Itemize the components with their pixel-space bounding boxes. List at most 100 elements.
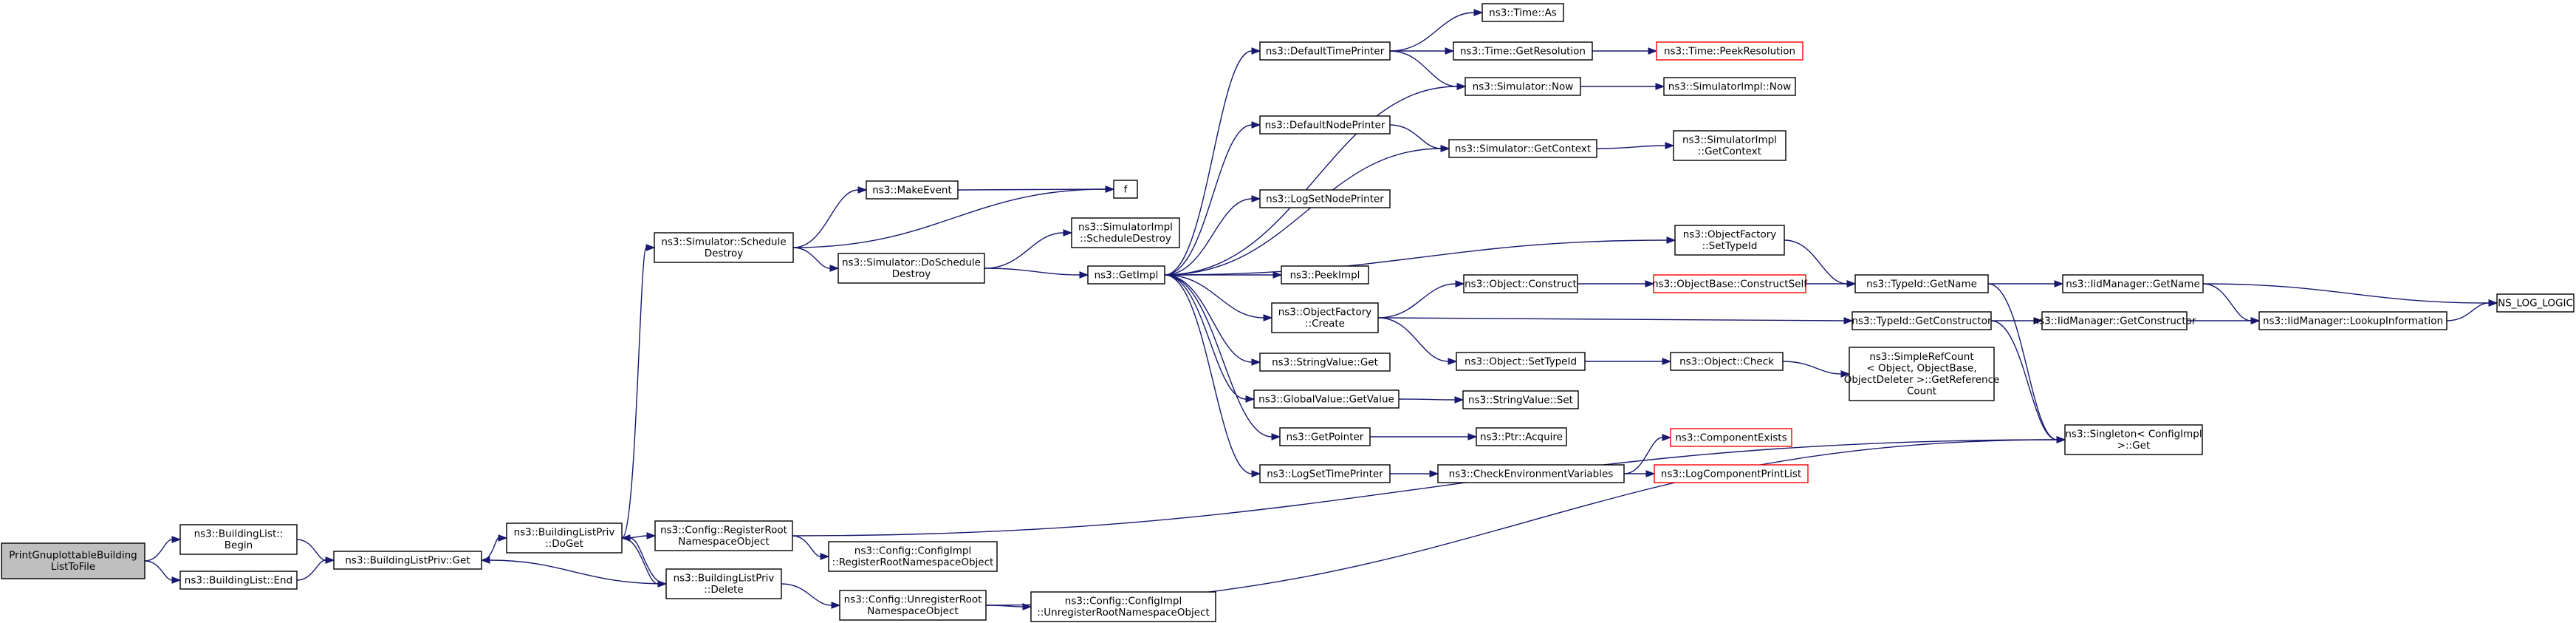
node-box: [1653, 274, 1806, 293]
node-bl-begin[interactable]: ns3::BuildingList::Begin: [179, 524, 298, 555]
edge-getimpl-to-globalvalue-getvalue: [1164, 274, 1256, 403]
edge-blp-delete-to-blp-get: [480, 556, 667, 585]
edge-line: [296, 559, 326, 581]
edge-getimpl-to-objfac-settypeid: [1164, 236, 1676, 276]
edge-getimpl-to-logsettimeprinter: [1164, 274, 1261, 477]
call-edges: [144, 9, 2498, 610]
node-simimpl-getctx[interactable]: ns3::SimulatorImpl::GetContext: [1673, 130, 1787, 161]
node-label: ::UnregisterRootNamespaceObject: [1037, 607, 1210, 619]
arrowhead-icon: [1448, 358, 1458, 365]
node-logsettimeprinter[interactable]: ns3::LogSetTimePrinter: [1259, 464, 1391, 483]
node-blp-doget[interactable]: ns3::BuildingListPriv::DoGet: [506, 522, 623, 554]
arrowhead-icon: [2488, 299, 2498, 307]
node-singleton-get[interactable]: ns3::Singleton< ConfigImpl >::Get: [2064, 424, 2203, 455]
arrowhead-icon: [1473, 9, 1484, 16]
node-label: ns3::BuildingListPriv::Get: [345, 554, 470, 566]
node-simplerefcount[interactable]: ns3::SimpleRefCount< Object, ObjectBase,…: [1844, 347, 2000, 401]
edge-getpointer-to-ptr-acquire: [1370, 433, 1478, 440]
node-cfgimpl-unreg[interactable]: ns3::Config::ConfigImpl::UnregisterRootN…: [1030, 591, 1216, 622]
node-box: [1663, 77, 1796, 96]
node-objbase-constructself[interactable]: ns3::ObjectBase::ConstructSelf: [1652, 274, 1808, 293]
node-logcomponentprintlist[interactable]: ns3::LogComponentPrintList: [1654, 464, 1809, 483]
node-time-peekres[interactable]: ns3::Time::PeekResolution: [1656, 41, 1803, 61]
node-label: Destroy: [892, 268, 931, 280]
node-bl-end[interactable]: ns3::BuildingList::End: [179, 571, 298, 590]
arrowhead-icon: [2056, 436, 2066, 443]
node-box: [506, 522, 623, 554]
node-typeid-getctor[interactable]: ns3::TypeId::GetConstructor: [1852, 311, 1992, 330]
node-label: ns3::Object::Check: [1679, 355, 1774, 367]
node-label: Destroy: [705, 248, 744, 259]
node-globalvalue-getvalue[interactable]: ns3::GlobalValue::GetValue: [1253, 389, 1400, 409]
arrowhead-icon: [1655, 83, 1665, 90]
edge-line: [1987, 283, 2058, 440]
node-simimpl-sched[interactable]: ns3::SimulatorImpl::ScheduleDestroy: [1071, 217, 1180, 248]
node-sim-sched[interactable]: ns3::Simulator::ScheduleDestroy: [654, 232, 794, 263]
node-cfg-unreg[interactable]: ns3::Config::UnregisterRootNamespaceObje…: [839, 590, 987, 621]
node-simimpl-now[interactable]: ns3::SimulatorImpl::Now: [1663, 77, 1796, 96]
arrowhead-icon: [171, 576, 182, 584]
node-label: ns3::Config::RegisterRoot: [660, 525, 787, 537]
node-time-as[interactable]: ns3::Time::As: [1481, 3, 1564, 22]
edge-obj-check-to-simplerefcount: [1782, 361, 1851, 378]
node-blp-get[interactable]: ns3::BuildingListPriv::Get: [333, 551, 482, 570]
node-box: [1849, 347, 1995, 401]
edge-line: [792, 188, 1106, 248]
node-getpointer[interactable]: ns3::GetPointer: [1279, 427, 1371, 446]
edge-deftimeprinter-to-sim-now: [1389, 50, 1467, 90]
edge-globalvalue-getvalue-to-stringvalue-set: [1398, 396, 1465, 404]
edge-obj-construct-to-objbase-constructself: [1577, 280, 1655, 287]
node-time-getres[interactable]: ns3::Time::GetResolution: [1453, 41, 1593, 61]
arrowhead-icon: [1648, 47, 1658, 55]
node-iidmgr-lookup[interactable]: ns3::IidManager::LookupInformation: [2258, 311, 2447, 330]
node-obj-construct[interactable]: ns3::Object::Construct: [1463, 274, 1578, 293]
edge-line: [1596, 145, 1666, 149]
arrowhead-icon: [1456, 83, 1467, 90]
node-typeid-getname[interactable]: ns3::TypeId::GetName: [1854, 274, 1989, 293]
node-componentexists[interactable]: ns3::ComponentExists: [1670, 428, 1792, 447]
node-sim-getctx[interactable]: ns3::Simulator::GetContext: [1448, 139, 1597, 158]
node-box: [1, 542, 145, 579]
node-stringvalue-set[interactable]: ns3::StringValue::Set: [1462, 390, 1579, 409]
node-getimpl[interactable]: ns3::GetImpl: [1087, 265, 1165, 285]
node-peekimpl[interactable]: ns3::PeekImpl: [1281, 265, 1369, 285]
arrowhead-icon: [2033, 317, 2044, 324]
edge-line: [957, 188, 1106, 191]
node-blp-delete[interactable]: ns3::BuildingListPriv::Delete: [665, 568, 782, 599]
node-defnodeprinter[interactable]: ns3::DefaultNodePrinter: [1259, 115, 1391, 135]
node-iidmgr-getctor[interactable]: ns3::IidManager::GetConstructor: [2033, 311, 2196, 330]
node-label: ListToFile: [51, 561, 95, 573]
node-label: ns3::TypeId::GetName: [1866, 278, 1977, 290]
node-deftimeprinter[interactable]: ns3::DefaultTimePrinter: [1259, 41, 1391, 61]
node-label: Count: [1907, 386, 1936, 398]
node-label: ns3::BuildingListPriv: [674, 573, 775, 585]
node-obj-settypeid[interactable]: ns3::Object::SetTypeId: [1456, 352, 1586, 371]
node-stringvalue-get[interactable]: ns3::StringValue::Get: [1259, 353, 1391, 372]
node-objfac-create[interactable]: ns3::ObjectFactory::Create: [1271, 302, 1379, 333]
node-sim-now[interactable]: ns3::Simulator::Now: [1465, 77, 1581, 96]
edge-line: [984, 268, 1080, 276]
node-ns-log-logic[interactable]: NS_LOG_LOGIC: [2496, 293, 2575, 313]
arrowhead-icon: [646, 532, 657, 539]
arrowhead-icon: [1263, 314, 1273, 321]
node-cfgimpl-reg[interactable]: ns3::Config::ConfigImpl::RegisterRootNam…: [828, 541, 998, 572]
node-box: [1259, 115, 1391, 135]
node-ptr-acquire[interactable]: ns3::Ptr::Acquire: [1476, 427, 1567, 446]
edge-typeid-getctor-to-singleton-get: [1990, 320, 2066, 443]
node-box: [1481, 3, 1564, 22]
edge-typeid-getname-to-singleton-get: [1987, 283, 2066, 443]
edge-root-to-bl-begin: [144, 536, 182, 562]
node-obj-check[interactable]: ns3::Object::Check: [1670, 352, 1784, 371]
node-makeevent[interactable]: ns3::MakeEvent: [866, 180, 959, 200]
node-label: ns3::BuildingList::End: [185, 574, 292, 586]
node-iidmgr-getname[interactable]: ns3::IidManager::GetName: [2062, 274, 2204, 293]
arrowhead-icon: [1251, 47, 1261, 55]
node-logsetnodeprinter[interactable]: ns3::LogSetNodePrinter: [1259, 189, 1391, 208]
node-objfac-settypeid[interactable]: ns3::ObjectFactory::SetTypeId: [1674, 225, 1785, 256]
node-cfg-reg[interactable]: ns3::Config::RegisterRootNamespaceObject: [654, 520, 793, 551]
edge-objfac-create-to-obj-construct: [1377, 280, 1465, 319]
node-f[interactable]: f: [1113, 180, 1138, 199]
node-checkenv[interactable]: ns3::CheckEnvironmentVariables: [1437, 464, 1625, 483]
